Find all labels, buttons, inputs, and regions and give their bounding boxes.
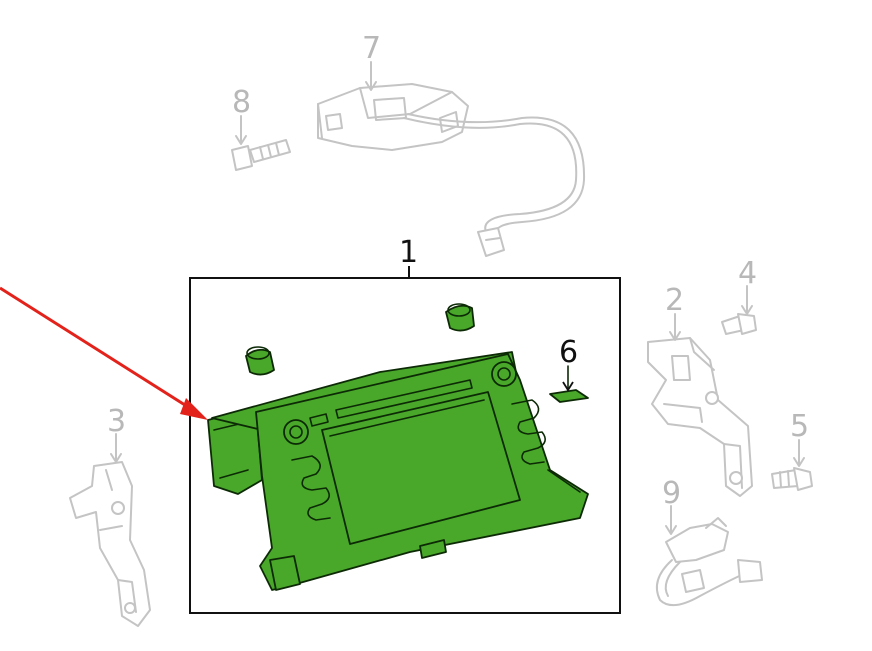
callout-2: 2 xyxy=(665,283,684,318)
callout-3: 3 xyxy=(107,404,126,439)
part-4-bolt[interactable] xyxy=(721,313,757,335)
callout-5: 5 xyxy=(790,409,809,444)
callout-6: 6 xyxy=(559,335,578,370)
callout-leaders xyxy=(110,61,805,535)
pointer-arrow xyxy=(0,286,208,420)
part-8-bolt[interactable] xyxy=(231,139,291,171)
part-1-group-box xyxy=(189,277,621,614)
callout-4: 4 xyxy=(738,256,757,291)
part-1-display-assembly[interactable] xyxy=(207,303,589,591)
part-3-bracket[interactable] xyxy=(69,461,151,627)
part-6-pad[interactable] xyxy=(549,365,589,403)
part-5-bolt[interactable] xyxy=(771,467,813,491)
callout-7: 7 xyxy=(362,31,381,66)
callout-9: 9 xyxy=(662,476,681,511)
part-2-bracket[interactable] xyxy=(647,337,753,497)
callout-8: 8 xyxy=(232,85,251,120)
callout-1: 1 xyxy=(399,235,418,270)
part-9-harness[interactable] xyxy=(656,517,763,607)
part-7-receiver[interactable] xyxy=(317,83,586,257)
